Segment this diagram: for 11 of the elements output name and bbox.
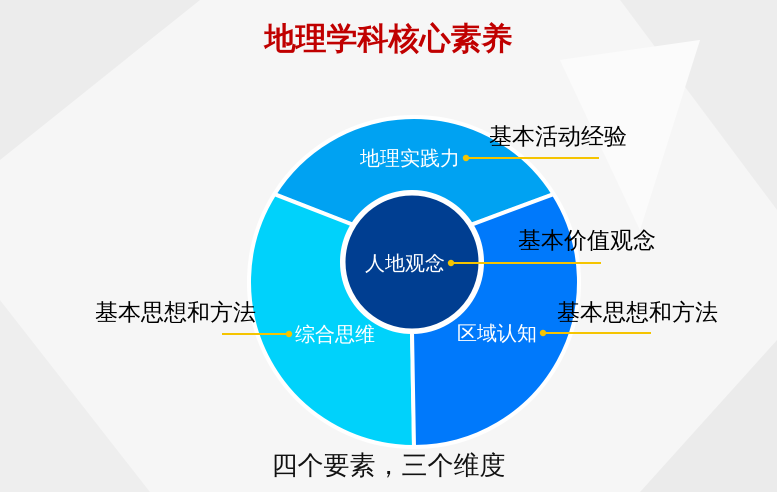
leader-line — [462, 154, 599, 162]
leader-line — [540, 330, 651, 336]
caption: 四个要素，三个维度 — [270, 450, 506, 483]
leader-line — [222, 330, 292, 338]
note-text: 基本活动经验 — [489, 124, 627, 150]
segment-label: 区域认知 — [456, 320, 538, 347]
title: 地理学科核心素养 — [262, 20, 514, 59]
segment-label: 地理实践力 — [359, 145, 461, 172]
leader-line — [448, 260, 601, 266]
segment-label: 综合思维 — [294, 321, 376, 348]
segment-label: 人地观念 — [364, 250, 446, 277]
